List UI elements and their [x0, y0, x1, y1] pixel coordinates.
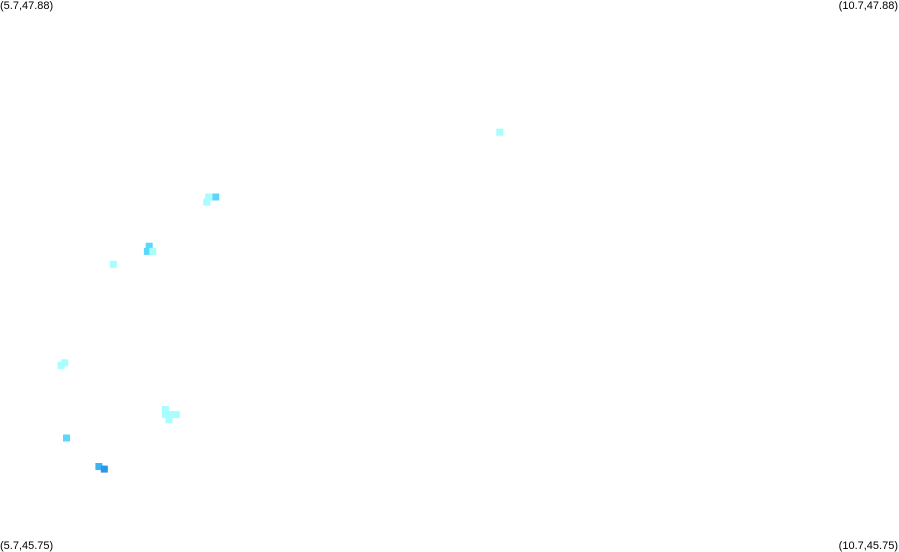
data-point-4 — [212, 193, 220, 201]
data-point-12 — [161, 411, 169, 419]
data-point-11 — [161, 406, 169, 413]
data-point-14 — [172, 411, 180, 419]
data-point-18 — [100, 465, 108, 473]
data-point-3 — [205, 193, 213, 201]
corner-label-bottom-right: (10.7,45.75) — [838, 540, 898, 552]
data-point-2 — [203, 198, 211, 206]
data-point-15 — [165, 416, 173, 424]
data-point-8 — [109, 260, 117, 268]
data-point-6 — [143, 247, 151, 255]
data-point-1 — [496, 128, 504, 136]
data-point-17 — [95, 463, 103, 470]
corner-label-top-right: (10.7,47.88) — [838, 0, 898, 12]
corner-label-top-left: (5.7,47.88) — [0, 0, 54, 12]
data-point-13 — [167, 411, 175, 419]
data-point-10 — [61, 359, 69, 367]
corner-label-bottom-left: (5.7,45.75) — [0, 540, 54, 552]
data-point-16 — [63, 434, 70, 442]
data-point-9 — [57, 361, 65, 369]
data-point-7 — [149, 247, 157, 255]
data-point-5 — [145, 242, 153, 250]
